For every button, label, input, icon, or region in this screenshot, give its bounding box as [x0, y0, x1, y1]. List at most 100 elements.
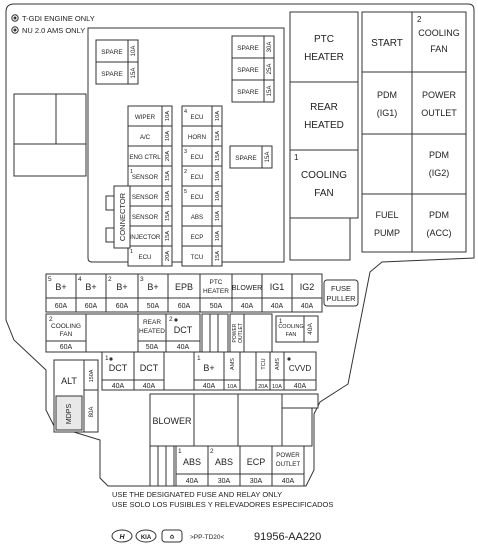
- fuse-amp: 60A: [55, 303, 68, 310]
- row3-fuses: 2 COOLING FAN 60A REAR HEATED 50A 2 DCT …: [45, 313, 319, 353]
- fuse-name: INJECTOR: [130, 234, 161, 241]
- svg-text:START: START: [371, 38, 403, 49]
- fuse-name: IG2: [300, 282, 315, 292]
- spare-fuse-label: SPARE: [101, 49, 123, 56]
- fuse-name: BLOWER: [232, 285, 262, 292]
- multi-fuse-row: 5B+60A4B+60A2B+60A3B+50AEPB60APTCHEATER5…: [45, 273, 323, 313]
- svg-text:40A: 40A: [307, 323, 314, 335]
- svg-text:40A: 40A: [143, 383, 156, 390]
- fuse-name: POWER: [276, 452, 300, 459]
- fuse-name: ECU: [190, 154, 203, 161]
- fuse-name: ENG CTRL: [129, 154, 161, 161]
- svg-text:HEATER: HEATER: [304, 52, 344, 63]
- fuse-number: 5: [184, 189, 187, 195]
- fuse-amp: 15A: [265, 152, 271, 163]
- svg-text:2: 2: [169, 316, 173, 323]
- fuse-amp: 15A: [165, 211, 171, 221]
- row4-fuses: ALT MDPS 150A 80A 1 DCT 40A DCT 40A 1 B+…: [53, 351, 317, 433]
- material-code: >PP-TD20<: [190, 534, 225, 541]
- fuse-amp: 20A: [165, 151, 171, 161]
- fuel-pump-relay: [361, 193, 413, 253]
- fuse-name: ABS: [215, 457, 233, 467]
- fuse-box-outline: [5, 3, 475, 487]
- svg-text:CONNECTOR: CONNECTOR: [118, 192, 127, 241]
- dct-2-fuse-40a: [165, 313, 201, 353]
- fuse-amp: 15A: [165, 171, 171, 181]
- fuse-amp: 10A: [165, 191, 171, 201]
- svg-text:DCT: DCT: [109, 363, 128, 373]
- fuse-name: SENSOR: [132, 174, 159, 181]
- svg-text:20A: 20A: [258, 384, 268, 390]
- fuse-amp: 30A: [218, 478, 231, 485]
- svg-text:HEATED: HEATED: [139, 328, 165, 335]
- svg-text:POWER: POWER: [232, 323, 238, 342]
- svg-text:1: 1: [294, 153, 299, 162]
- svg-text:OUTLET: OUTLET: [421, 108, 457, 118]
- svg-text:BLOWER: BLOWER: [152, 416, 192, 426]
- svg-text:T-GDI ENGINE ONLY: T-GDI ENGINE ONLY: [22, 14, 95, 23]
- fuse-number: 5: [48, 276, 52, 283]
- fuse-amp: 10A: [165, 131, 171, 141]
- svg-text:FAN: FAN: [314, 188, 333, 199]
- fuse-name: ECU: [190, 174, 203, 181]
- fuse-amp: 10A: [215, 111, 221, 121]
- svg-text:PDM: PDM: [429, 150, 449, 160]
- fuse-name: TCU: [191, 254, 204, 261]
- svg-text:♻: ♻: [169, 534, 174, 541]
- fuse-amp: 15A: [215, 151, 221, 161]
- fuse-name: EPB: [175, 282, 193, 292]
- fuse-number: 3: [140, 276, 144, 283]
- svg-text:60A: 60A: [60, 344, 73, 351]
- ptc-heater-relay: [289, 11, 359, 83]
- legend: T-GDI ENGINE ONLY NU 2.0 AMS ONLY: [11, 14, 95, 35]
- fuse-amp: 30A: [267, 42, 273, 53]
- rear-heated-relay: [289, 81, 359, 151]
- connector: CONNECTOR: [105, 185, 131, 249]
- svg-text:PTC: PTC: [314, 34, 334, 45]
- svg-text:REAR: REAR: [143, 319, 161, 326]
- svg-text:10A: 10A: [227, 384, 237, 390]
- svg-text:40A: 40A: [112, 383, 125, 390]
- fuse-name: ECP: [191, 234, 204, 241]
- svg-text:40A: 40A: [203, 383, 216, 390]
- svg-text:H: H: [119, 534, 125, 541]
- b-plus-1-fuse-40a: [193, 351, 225, 391]
- svg-text:(IG2): (IG2): [429, 168, 450, 178]
- fuse-name: ECU: [190, 194, 203, 201]
- fuse-number: 2: [184, 169, 187, 175]
- pdm-acc-relay: [411, 193, 467, 253]
- fuse-name: PTC: [210, 279, 223, 286]
- svg-text:MDPS: MDPS: [66, 404, 73, 425]
- cooling-fan-fuse-60a: [45, 313, 87, 353]
- fuse-amp: 60A: [85, 303, 98, 310]
- svg-text:COOLING: COOLING: [301, 170, 347, 181]
- spare-fuse-label: SPARE: [101, 71, 123, 78]
- fuse-name: HORN: [188, 134, 206, 141]
- fuse-amp: 15A: [165, 231, 171, 241]
- fuse-amp: 15A: [215, 131, 221, 141]
- fuse-amp: 10A: [215, 191, 221, 201]
- fuse-amp: 10A: [215, 231, 221, 241]
- fuse-name: ABS: [183, 457, 201, 467]
- spare-fuse-label: SPARE: [237, 45, 259, 52]
- manufacturer-logos: H KIA ♻: [111, 529, 183, 543]
- blank-relay-2: [289, 217, 351, 261]
- svg-text:50A: 50A: [146, 344, 159, 351]
- fuse-name: OUTLET: [276, 461, 301, 468]
- svg-text:FUSE: FUSE: [331, 284, 351, 293]
- svg-text:OUTLET: OUTLET: [238, 323, 244, 343]
- svg-text:FAN: FAN: [286, 332, 297, 338]
- svg-text:FAN: FAN: [430, 44, 448, 54]
- fuse-amp: 25A: [267, 64, 273, 75]
- fuse-amp: 10A: [131, 46, 137, 57]
- blank-fuse-slot: [85, 313, 139, 353]
- fuse-power-outlet: [271, 445, 305, 487]
- fuse-amp: 40A: [282, 478, 295, 485]
- fuse-abs: [207, 445, 241, 487]
- fuse-amp: 60A: [116, 303, 129, 310]
- svg-text:40A: 40A: [294, 383, 307, 390]
- svg-text:DCT: DCT: [174, 325, 193, 335]
- svg-text:150A: 150A: [89, 369, 95, 382]
- fuse-name: B+: [85, 282, 96, 292]
- fuse-name: B+: [55, 282, 66, 292]
